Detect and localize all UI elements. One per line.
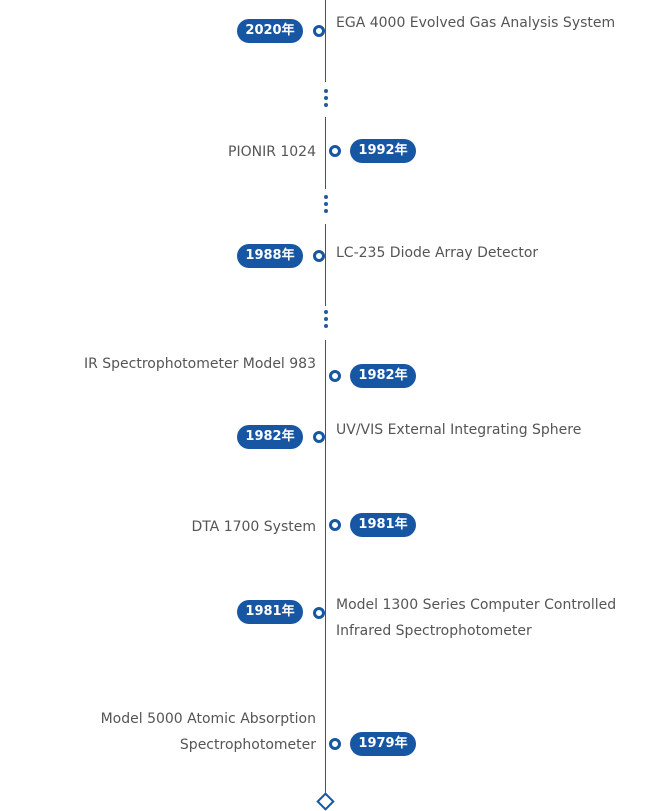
timeline-node-icon	[329, 519, 341, 531]
timeline-line-segment	[325, 224, 326, 306]
year-badge: 1992年	[350, 139, 416, 163]
timeline-entry-title[interactable]: Model 1300 Series Computer Controlled In…	[336, 592, 616, 644]
year-badge: 1981年	[350, 513, 416, 537]
timeline-entry-title-line2: Spectrophotometer	[179, 737, 316, 753]
timeline-entry-title[interactable]: Model 5000 Atomic Absorption Spectrophot…	[101, 706, 316, 758]
timeline-end-diamond-icon	[316, 792, 335, 811]
timeline-entry-title[interactable]: LC-235 Diode Array Detector	[336, 245, 539, 261]
timeline-ellipsis	[323, 89, 328, 107]
timeline-node-icon	[313, 431, 325, 443]
timeline-node-icon	[329, 145, 341, 157]
timeline-entry-title[interactable]: EGA 4000 Evolved Gas Analysis System	[336, 15, 616, 31]
timeline-ellipsis	[323, 195, 328, 213]
year-badge: 2020年	[237, 19, 303, 43]
timeline-entry-title-line2: Infrared Spectrophotometer	[336, 623, 532, 639]
timeline-line-segment	[325, 340, 326, 795]
timeline-ellipsis	[323, 310, 328, 328]
timeline-entry-title[interactable]: UV/VIS External Integrating Sphere	[336, 422, 582, 438]
year-badge: 1988年	[237, 244, 303, 268]
timeline-node-icon	[329, 370, 341, 382]
timeline-entry-title[interactable]: DTA 1700 System	[191, 519, 316, 535]
timeline-entry-title-line1: Model 1300 Series Computer Controlled	[336, 597, 617, 613]
year-badge: 1979年	[350, 732, 416, 756]
timeline-node-icon	[313, 607, 325, 619]
timeline-node-icon	[313, 250, 325, 262]
timeline-node-icon	[313, 25, 325, 37]
year-badge: 1981年	[237, 600, 303, 624]
timeline-entry-title-line1: Model 5000 Atomic Absorption	[100, 711, 316, 727]
timeline-entry-title[interactable]: PIONIR 1024	[228, 144, 316, 160]
year-badge: 1982年	[350, 364, 416, 388]
timeline-line-segment	[325, 0, 326, 82]
timeline-node-icon	[329, 738, 341, 750]
timeline-line-segment	[325, 117, 326, 189]
year-badge: 1982年	[237, 425, 303, 449]
timeline-entry-title[interactable]: IR Spectrophotometer Model 983	[83, 356, 316, 372]
